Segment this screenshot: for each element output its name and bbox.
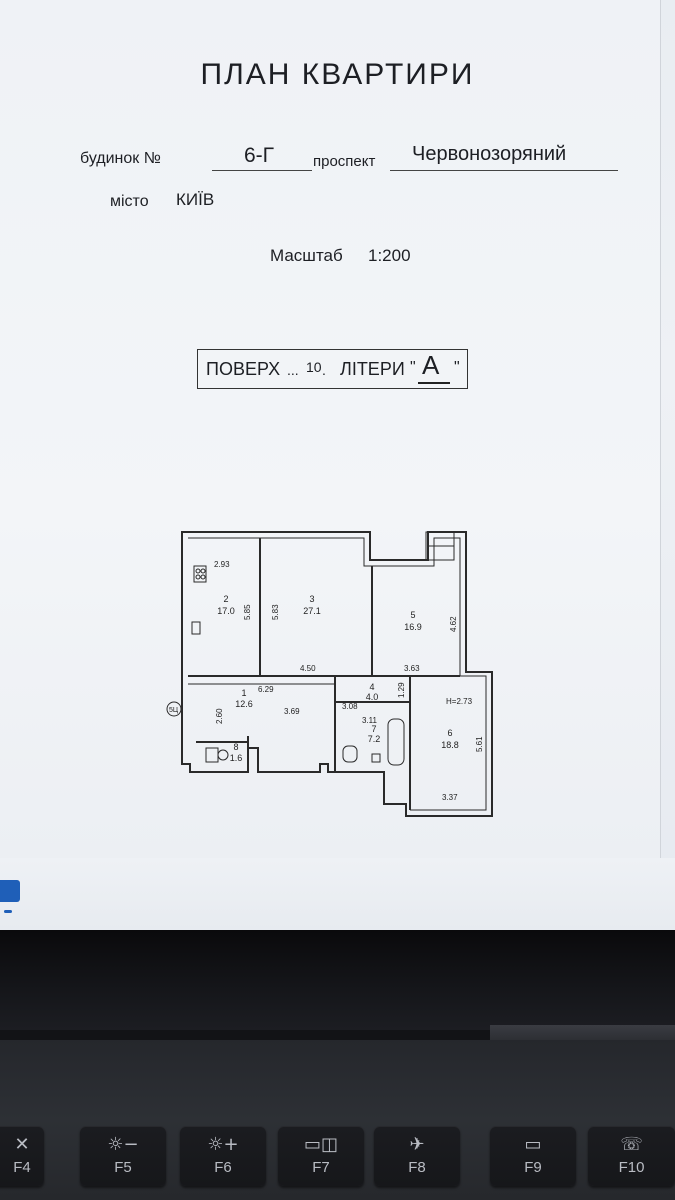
airplane-icon: ✈ [409, 1134, 425, 1155]
key-f9[interactable]: ▭ F9 [490, 1126, 576, 1186]
room-3-area: 27.1 [303, 606, 321, 616]
room-5-area: 16.9 [404, 622, 422, 632]
room-6-number: 6 [447, 728, 452, 738]
dim-5-61: 5.61 [475, 736, 484, 752]
outer-wall-inner [188, 537, 487, 811]
key-f8[interactable]: ✈ F8 [374, 1126, 460, 1186]
scale-label: Масштаб [270, 246, 343, 265]
phone-icon: ☏ [620, 1134, 643, 1155]
taskbar-app-button[interactable] [0, 880, 20, 902]
scale-value: 1:200 [368, 246, 411, 265]
room-4-number: 4 [369, 682, 374, 692]
mic-off-icon: ✕ [14, 1134, 30, 1155]
document-page: ПЛАН КВАРТИРИ будинок № 6-Г проспект Чер… [0, 0, 661, 859]
room-5-number: 5 [410, 610, 415, 620]
letter-value: А [422, 350, 440, 380]
building-label: будинок № [80, 150, 161, 167]
dim-3-69: 3.69 [284, 707, 300, 716]
floor-dots: ... [287, 362, 299, 378]
room-2-area: 17.0 [217, 606, 235, 616]
building-number: 6-Г [244, 144, 275, 167]
letter-label: ЛІТЕРИ [340, 359, 405, 379]
walls [181, 531, 493, 817]
building-number-underline [212, 170, 312, 171]
dim-5-83: 5.83 [271, 604, 280, 620]
taskbar-indicator [4, 910, 12, 913]
avenue-name: Червонозоряний [412, 143, 567, 165]
stove-fixture [193, 565, 207, 583]
bathtub-fixture [387, 718, 405, 766]
dim-3-63: 3.63 [404, 664, 420, 673]
toilet-fixture [205, 747, 219, 763]
room-labels: 2 17.0 3 27.1 5 16.9 1 12.6 4 4.0 7 7.2 … [217, 594, 459, 763]
room-4-area: 4.0 [366, 692, 379, 702]
letter-underline [418, 382, 450, 384]
floor-box: ПОВЕРХ ... 10 . ЛІТЕРИ " А " [197, 349, 468, 389]
brightness-down-icon: ☼− [107, 1134, 139, 1155]
room-7-number: 7 [371, 724, 376, 734]
floor-number: 10 [306, 359, 322, 375]
fixtures [191, 565, 405, 766]
letter-open-quote: " [410, 359, 416, 376]
room-8-number: 8 [233, 742, 238, 752]
taskbar-strip [0, 858, 675, 930]
dim-5-85: 5.85 [243, 604, 252, 620]
key-f6[interactable]: ☼+ F6 [180, 1126, 266, 1186]
dim-3-11: 3.11 [362, 716, 378, 725]
monitor-screen: ПЛАН КВАРТИРИ будинок № 6-Г проспект Чер… [0, 0, 675, 930]
city-label: місто [110, 193, 149, 210]
room-3-number: 3 [309, 594, 314, 604]
avenue-label: проспект [313, 153, 376, 170]
sink-fixture [191, 621, 201, 635]
dim-2-93: 2.93 [214, 560, 230, 569]
axis-circle [166, 701, 182, 717]
dim-3-37: 3.37 [442, 793, 458, 802]
ceiling-height: H=2.73 [446, 697, 473, 706]
room-6-area: 18.8 [441, 740, 459, 750]
dim-4-50: 4.50 [300, 664, 316, 673]
room-7-area: 7.2 [368, 734, 381, 744]
washbasin-fixture [342, 745, 358, 763]
key-f7[interactable]: ▭◫ F7 [278, 1126, 364, 1186]
key-f5[interactable]: ☼− F5 [80, 1126, 166, 1186]
floor-plan: 5Ц 2 17.0 3 27.1 5 16.9 1 12.6 4 4.0 7 7… [166, 531, 493, 817]
monitor-bezel [0, 930, 675, 1030]
outer-wall [181, 531, 493, 817]
bath-wc-tank [371, 753, 381, 763]
room-1-area: 12.6 [235, 699, 253, 709]
room-1-number: 1 [241, 688, 246, 698]
key-f10[interactable]: ☏ F10 [588, 1126, 675, 1186]
message-icon: ▭ [524, 1134, 542, 1155]
floor-dots-trailing: . [322, 362, 326, 378]
bezel-sheen [490, 1025, 675, 1043]
axis-circle-label: 5Ц [169, 707, 179, 714]
key-f4[interactable]: ✕ F4 [0, 1126, 44, 1186]
brightness-up-icon: ☼+ [207, 1134, 239, 1155]
display-switch-icon: ▭◫ [303, 1134, 338, 1155]
dim-3-08: 3.08 [342, 702, 358, 711]
dim-1-29: 1.29 [397, 682, 406, 698]
dimension-labels: 2.93 5.85 5.83 4.50 4.62 3.63 6.29 2.60 … [214, 560, 484, 802]
avenue-name-underline [390, 170, 618, 171]
room-8-area: 1.6 [230, 753, 243, 763]
city-name: КИЇВ [176, 190, 215, 209]
floor-label: ПОВЕРХ [206, 359, 281, 379]
room-2-number: 2 [223, 594, 228, 604]
document-title: ПЛАН КВАРТИРИ [200, 58, 475, 91]
dim-4-62: 4.62 [449, 616, 458, 632]
letter-close-quote: " [454, 359, 460, 376]
dim-6-29: 6.29 [258, 685, 274, 694]
dim-2-60: 2.60 [215, 708, 224, 724]
